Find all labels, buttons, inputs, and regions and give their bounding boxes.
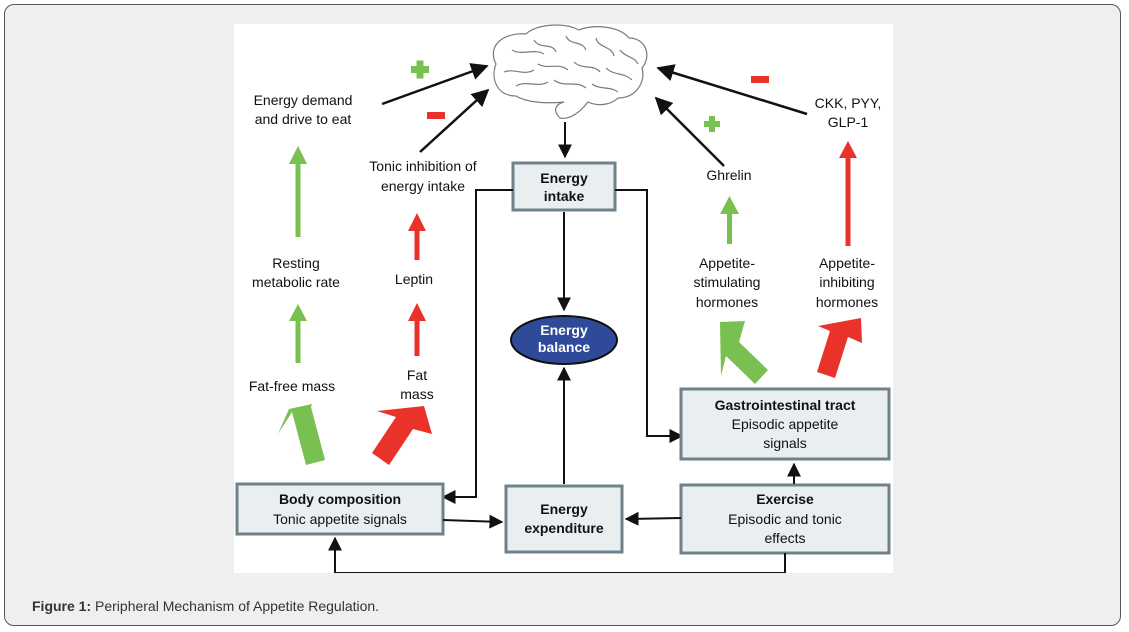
body-composition-subtitle: Tonic appetite signals [273, 511, 407, 527]
stimulate-thick-arrow [278, 404, 325, 465]
figure-caption-text: Peripheral Mechanism of Appetite Regulat… [95, 598, 380, 614]
tonic-inhibition-label: energy intake [381, 178, 465, 194]
exercise-title: Exercise [756, 491, 814, 507]
energy-demand-label: and drive to eat [255, 111, 352, 127]
arrow-intake-to-gi [615, 189, 684, 443]
leptin-label: Leptin [395, 271, 433, 287]
appetite-stimulating-label: hormones [696, 294, 758, 310]
appetite-stimulating-label: Appetite- [699, 255, 755, 271]
stimulate-arrow [289, 304, 307, 363]
exercise-subtitle: Episodic and tonic [728, 511, 842, 527]
energy-expenditure-box: Energy expenditure [504, 484, 624, 554]
inhibit-arrow [408, 303, 426, 356]
ckk-label: CKK, PYY, [815, 95, 882, 111]
ghrelin-label: Ghrelin [706, 167, 751, 183]
exercise-subtitle: effects [765, 530, 806, 546]
inhibit-arrow [839, 141, 857, 246]
energy-intake-label: intake [544, 188, 585, 204]
arrow-exercise-to-expenditure [624, 511, 682, 526]
energy-expenditure-label: expenditure [524, 520, 604, 536]
fat-free-mass-label: Fat-free mass [249, 378, 335, 394]
tonic-inhibition-label: Tonic inhibition of [369, 158, 477, 174]
fat-mass-label: mass [400, 386, 433, 402]
arrow-energy-demand-to-brain [381, 63, 489, 106]
minus-icon [751, 76, 769, 83]
appetite-stimulating-label: stimulating [694, 274, 761, 290]
inhibit-arrow [408, 213, 426, 260]
arrow-intake-to-body-composition [441, 189, 513, 504]
gi-subtitle: signals [763, 435, 807, 451]
ckk-label: GLP-1 [828, 114, 869, 130]
arrow-body-composition-to-expenditure [442, 514, 504, 529]
gastrointestinal-tract-box: Gastrointestinal tract Episodic appetite… [679, 387, 891, 461]
exercise-box: Exercise Episodic and tonic effects [679, 483, 891, 555]
inhibit-thick-arrow [372, 406, 432, 465]
gi-subtitle: Episodic appetite [732, 416, 839, 432]
arrow-tonic-inhibition-to-brain [419, 88, 490, 153]
energy-balance-label: balance [538, 339, 590, 355]
brain-icon [492, 24, 648, 119]
arrow-exercise-to-body-composition [328, 536, 786, 573]
appetite-inhibiting-label: inhibiting [819, 274, 874, 290]
minus-icon [427, 112, 445, 119]
energy-intake-box: Energy intake [511, 161, 617, 212]
fat-mass-label: Fat [407, 367, 427, 383]
body-composition-box: Body composition Tonic appetite signals [235, 482, 445, 536]
figure-caption-label: Figure 1: [32, 598, 92, 614]
body-composition-title: Body composition [279, 491, 401, 507]
appetite-inhibiting-label: Appetite- [819, 255, 875, 271]
gi-title: Gastrointestinal tract [715, 397, 856, 413]
resting-metabolic-rate-label: Resting [272, 255, 319, 271]
energy-expenditure-label: Energy [540, 501, 588, 517]
energy-intake-label: Energy [540, 170, 588, 186]
stimulate-arrow [289, 146, 307, 237]
arrow-ghrelin-to-brain [654, 96, 725, 167]
plus-icon [411, 60, 429, 79]
appetite-inhibiting-label: hormones [816, 294, 878, 310]
stimulate-thick-arrow [720, 321, 768, 384]
energy-balance-label: Energy [540, 322, 588, 338]
figure-caption: Figure 1: Peripheral Mechanism of Appeti… [32, 598, 379, 614]
appetite-regulation-diagram: Energy intake Energy balance Energy expe… [234, 24, 893, 573]
energy-balance-node: Energy balance [510, 315, 618, 365]
energy-demand-label: Energy demand [254, 92, 353, 108]
resting-metabolic-rate-label: metabolic rate [252, 274, 340, 290]
arrow-ckk-to-brain [656, 64, 808, 116]
stimulate-arrow [720, 196, 739, 244]
inhibit-thick-arrow [817, 318, 862, 378]
plus-icon [704, 116, 720, 132]
